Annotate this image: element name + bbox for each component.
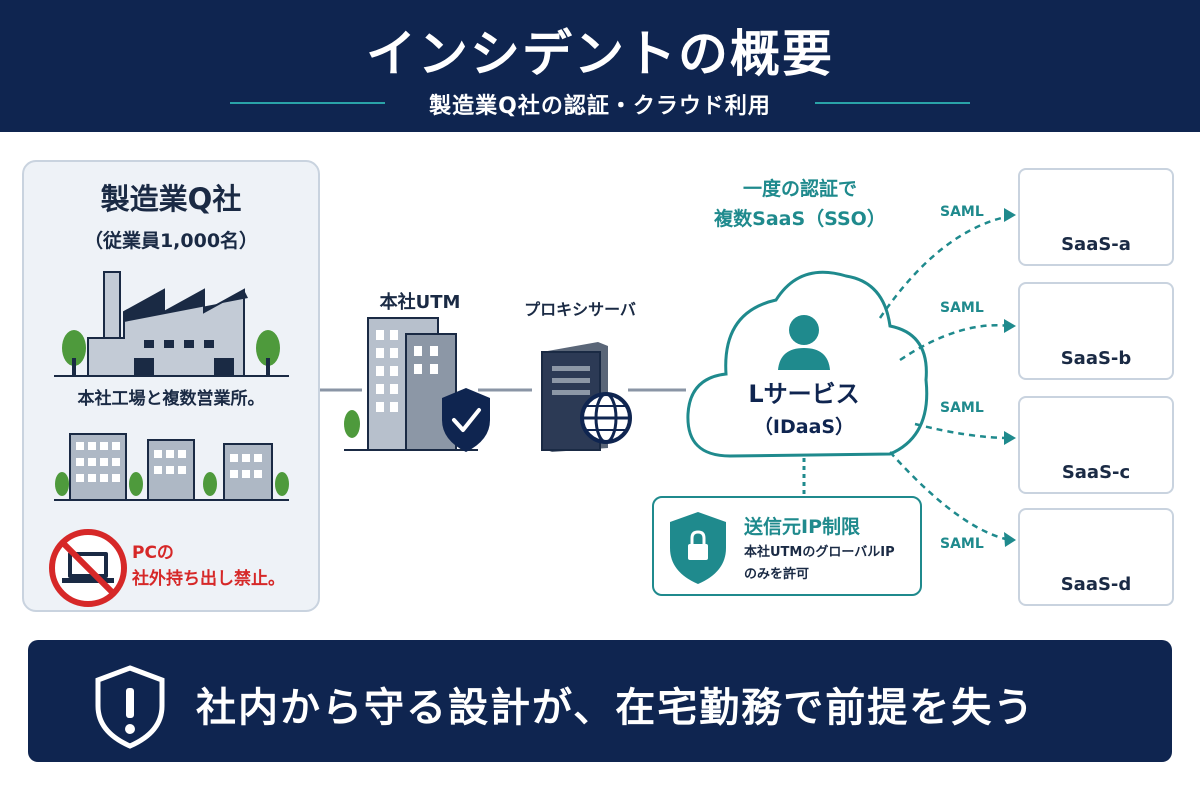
ip-restriction-title: 送信元IP制限 [744, 516, 860, 538]
company-illustrations [49, 271, 289, 607]
conclusion-text: 社内から守る設計が、在宅勤務で前提を失う [196, 685, 1036, 731]
utm-building-icon [344, 317, 478, 451]
idaas-type: （IDaaS） [753, 416, 855, 438]
subtitle-rule-right [815, 102, 970, 104]
saml-label-a: SAML [940, 204, 984, 220]
conclusion-banner: 社内から守る設計が、在宅勤務で前提を失う [28, 640, 1172, 762]
saml-label-c: SAML [940, 400, 984, 416]
company-employees: （従業員1,000名） [83, 230, 259, 252]
idaas-name: Lサービス [748, 380, 860, 408]
company-panel: 製造業Q社 （従業員1,000名） [22, 160, 320, 612]
saas-b-box: SaaS-b [1018, 282, 1174, 380]
utm-label: 本社UTM [379, 292, 461, 313]
saml-label-d: SAML [940, 536, 984, 552]
company-name: 製造業Q社 [100, 182, 242, 216]
sso-line1: 一度の認証で [742, 178, 857, 200]
ip-restriction-line1: 本社UTMのグローバルIP [744, 545, 895, 560]
factory-icon [54, 271, 289, 377]
saas-d-name: SaaS-d [1060, 574, 1132, 595]
no-laptop-icon [49, 529, 127, 607]
ip-restriction-box: 送信元IP制限 本社UTMのグローバルIP のみを許可 [652, 496, 922, 596]
ip-restriction-body: 本社UTMのグローバルIP のみを許可 [744, 542, 895, 586]
ip-restriction-line2: のみを許可 [744, 567, 810, 582]
company-sites: 本社工場と複数営業所。 [77, 389, 265, 409]
sso-line2: 複数SaaS（SSO） [714, 208, 886, 230]
user-icon [778, 315, 830, 370]
saml-arrows [878, 214, 1011, 542]
warning-shield-icon [95, 665, 165, 749]
shield-check-icon [442, 388, 490, 452]
saas-c-name: SaaS-c [1061, 462, 1131, 483]
pc-policy-line2: 社外持ち出し禁止。 [132, 569, 285, 589]
saml-arrowheads [1004, 208, 1016, 547]
saas-c-box: SaaS-c [1018, 396, 1174, 494]
pc-policy-line1: PCの [132, 543, 174, 563]
subtitle-rule-left [230, 102, 385, 104]
lock-shield-icon [670, 512, 726, 584]
header-banner: インシデントの概要 製造業Q社の認証・クラウド利用 [0, 0, 1200, 132]
saas-b-name: SaaS-b [1060, 348, 1132, 369]
saas-a-name: SaaS-a [1061, 234, 1131, 255]
sso-label: 一度の認証で 複数SaaS（SSO） [700, 174, 900, 234]
pc-policy-text: PCの 社外持ち出し禁止。 [132, 540, 285, 592]
globe-icon [580, 392, 632, 444]
saas-d-box: SaaS-d [1018, 508, 1174, 606]
page-subtitle: 製造業Q社の認証・クラウド利用 [429, 94, 771, 119]
saas-a-box: SaaS-a [1018, 168, 1174, 266]
sales-offices-icon [54, 433, 289, 501]
page-title: インシデントの概要 [366, 25, 834, 83]
proxy-label: プロキシサーバ [524, 300, 636, 319]
saml-label-b: SAML [940, 300, 984, 316]
